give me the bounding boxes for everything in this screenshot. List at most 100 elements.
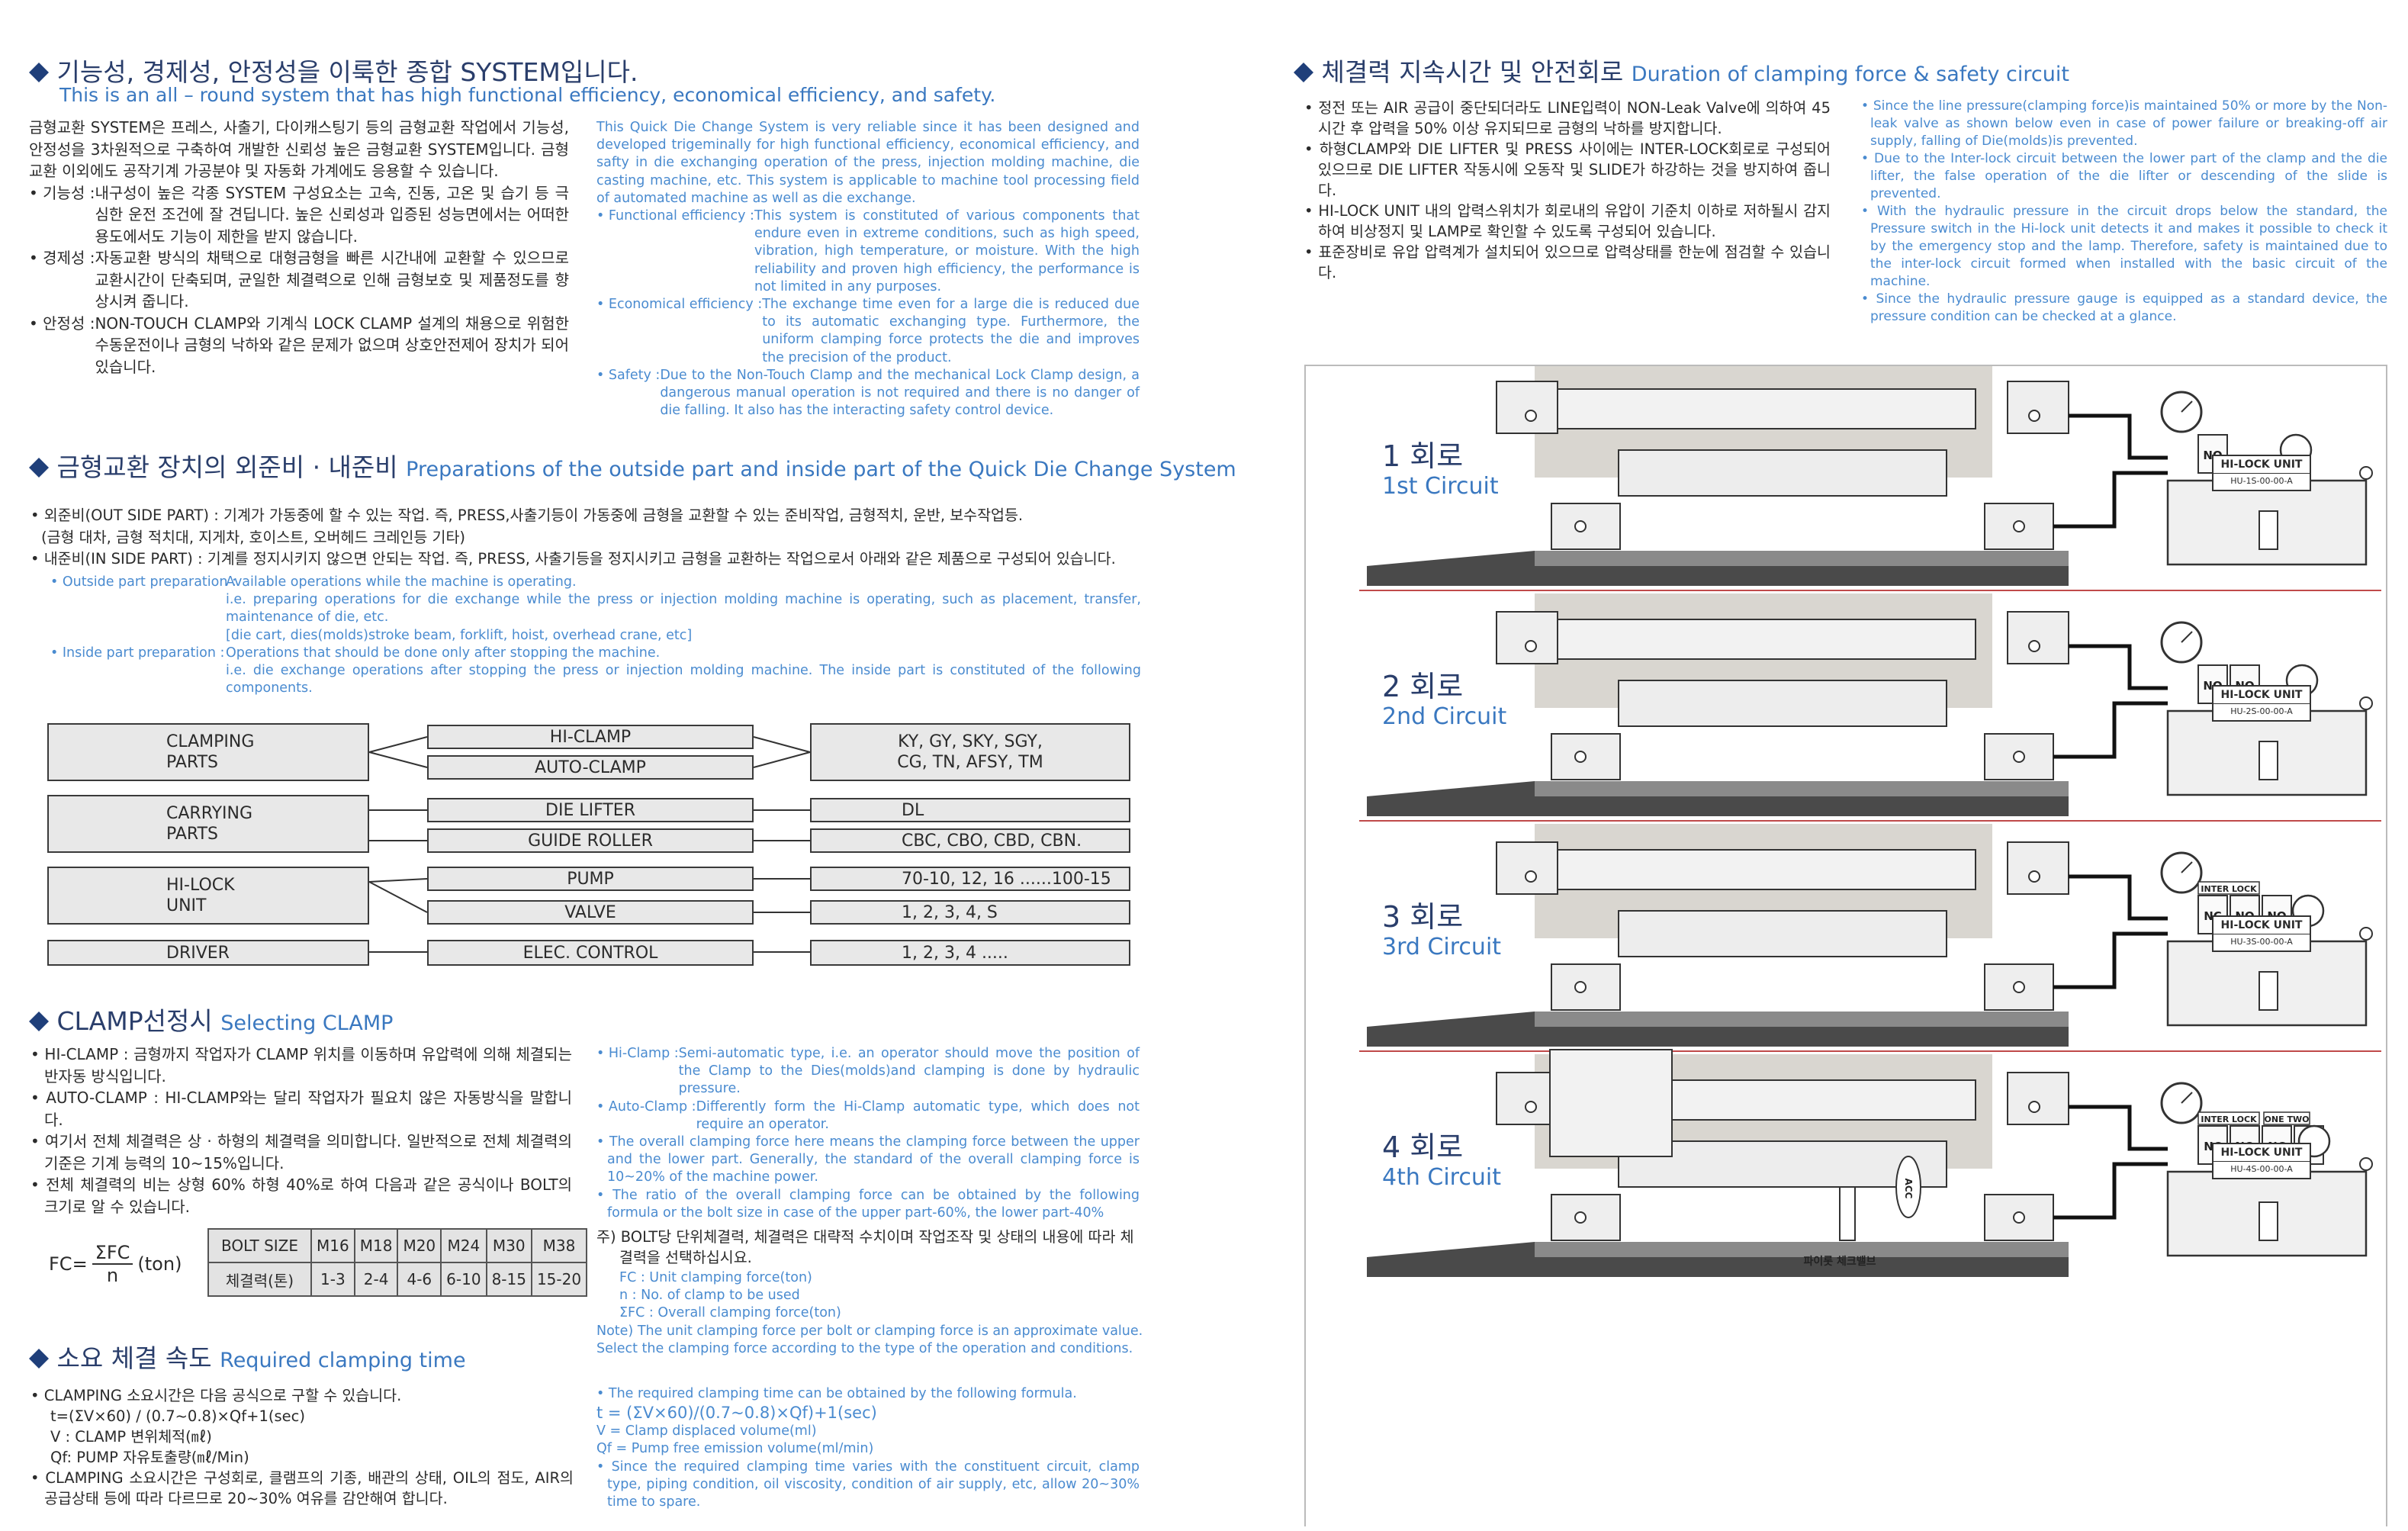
time-en-1: • The required clamping time can be obta… (596, 1386, 1077, 1401)
fitting-icon (2028, 1101, 2040, 1113)
bolt-head-cell: M38 (530, 1228, 588, 1263)
en-bullet-3-label: • Safety : (596, 367, 661, 383)
pilot-line (1839, 1186, 1856, 1241)
time-ko-v: V : CLAMP 변위체적(㎖) (50, 1428, 212, 1446)
inter-lock-text: INTER LOCK (2201, 1114, 2257, 1124)
section5-title: 체결력 지속시간 및 안전회로 Duration of clamping for… (1294, 52, 2069, 88)
lower-die-block (1618, 680, 1947, 727)
note-ko: 주) BOLT당 단위체결력, 체결력은 대략적 수치이며 작업조작 및 상태의… (596, 1228, 1134, 1266)
formula-denominator: n (106, 1265, 119, 1286)
models-die-lifter: DL (810, 798, 1130, 822)
en-bullet-1: • Functional efficiency : This system is… (596, 207, 1140, 296)
section4-en-text: • The required clamping time can be obta… (596, 1385, 1140, 1511)
hydraulic-pipe (2053, 1105, 2168, 1220)
upper-clamp-right (2007, 381, 2069, 434)
circuit-4-ko: 4 회로 (1382, 1131, 1464, 1164)
item-die-lifter: DIE LIFTER (427, 798, 754, 822)
safety-ko-bullet-3: • HI-LOCK UNIT 내의 압력스위치가 회로내의 유압이 기준치 이하… (1304, 202, 1831, 240)
ko-bullet-1-text: 내구성이 높은 각종 SYSTEM 구성요소는 고속, 진동, 고온 및 습기 … (95, 183, 569, 246)
unit-3-name: HI-LOCK UNIT (2220, 919, 2303, 931)
lower-clamp-left (1551, 503, 1621, 550)
section5-title-en: Duration of clamping force & safety circ… (1631, 63, 2069, 86)
bolster-top (1535, 1242, 2069, 1257)
section4-title-en: Required clamping time (220, 1349, 466, 1372)
bolt-row-cell: 8-15 (485, 1262, 532, 1297)
circuit-4-en: 4th Circuit (1382, 1164, 1501, 1191)
outside-line-2: i.e. preparing operations for die exchan… (226, 592, 1141, 626)
fitting-icon (2028, 410, 2040, 422)
section1-ko-intro: 금형교환 SYSTEM은 프레스, 사출기, 다이캐스팅기 등의 금형교환 작업… (29, 118, 569, 180)
section2-ko-text: • 외준비(OUT SIDE PART) : 기계가 가동중에 할 수 있는 작… (31, 505, 1144, 571)
section5-title-ko: 체결력 지속시간 및 안전회로 (1321, 57, 1624, 87)
unit-2-code: HU-2S-00-00-A (2213, 703, 2310, 719)
unit-4-name: HI-LOCK UNIT (2220, 1147, 2303, 1159)
section4-title: 소요 체결 속도 Required clamping time (29, 1338, 466, 1375)
safety-ko-bullet-1: • 정전 또는 AIR 공급이 중단되더라도 LINE입력이 NON-Leak … (1304, 99, 1831, 137)
safety-en-bullet-3: • With the hydraulic pressure in the cir… (1861, 204, 2387, 289)
note-def-fc: FC : Unit clamping force(ton) (619, 1270, 812, 1285)
gauge-needle (2181, 400, 2193, 413)
section1-ko-text: 금형교환 SYSTEM은 프레스, 사출기, 다이캐스팅기 등의 금형교환 작업… (29, 117, 569, 378)
upper-clamp-left (1496, 1072, 1558, 1125)
clamp-cylinder-body (1549, 1049, 1673, 1157)
circuit-1-group: NO (1367, 363, 2373, 586)
hydraulic-pipe (2053, 413, 2168, 529)
models-valve: 1, 2, 3, 4, S (810, 900, 1130, 925)
section2-title: 금형교환 장치의 외준비 · 내준비 Preparations of the o… (29, 447, 1236, 484)
unit-3-code: HU-3S-00-00-A (2213, 934, 2310, 950)
item-pump: PUMP (427, 867, 754, 891)
bolt-row-cell: 1-3 (310, 1262, 355, 1297)
bolster-top (1535, 781, 2069, 796)
inside-line-1: Operations that should be done only afte… (226, 645, 661, 661)
inside-line-2: i.e. die exchange operations after stopp… (226, 663, 1141, 696)
clamp-ko-bullet-3: • 여기서 전체 체결력은 상 · 하형의 체결력을 의미합니다. 일반적으로 … (31, 1132, 572, 1172)
en-bullet-2: • Economical efficiency : The exchange t… (596, 296, 1140, 367)
inter-lock-text: INTER LOCK (2201, 884, 2257, 894)
upper-clamp-right (2007, 611, 2069, 664)
item-valve: VALVE (427, 900, 754, 925)
lower-die-block (1618, 910, 1947, 957)
diamond-bullet-icon (29, 458, 49, 478)
clamping-force-formula: FC= ΣFC n (ton) (49, 1242, 182, 1286)
section3-title: CLAMP선정시 Selecting CLAMP (29, 1001, 393, 1037)
bolt-row-cell: 체결력(톤) (207, 1262, 313, 1297)
section4-ko-text: • CLAMPING 소요시간은 다음 공식으로 구할 수 있습니다. t=(Σ… (31, 1385, 574, 1509)
models-elec-control: 1, 2, 3, 4 ..... (810, 940, 1130, 966)
fitting-icon (1574, 1211, 1587, 1224)
fitting-icon (2013, 1211, 2025, 1224)
inside-label: • Inside part preparation : (50, 645, 225, 661)
outside-part-line: • 외준비(OUT SIDE PART) : 기계가 가동중에 할 수 있는 작… (31, 507, 1024, 524)
upper-die-block (1548, 388, 1976, 429)
clamp-en-bullet-2-text: Differently form the Hi-Clamp automatic … (696, 1098, 1140, 1132)
en-bullet-3-text: Due to the Non-Touch Clamp and the mecha… (660, 367, 1140, 419)
fitting-icon (2028, 870, 2040, 883)
circuit-3-group: NCNONOINTER LOCK (1359, 820, 2381, 1047)
time-en-formula: t = (ΣV×60)/(0.7~0.8)×Qf)+1(sec) (596, 1404, 877, 1423)
diamond-bullet-icon (29, 63, 49, 82)
formula-unit: (ton) (137, 1253, 182, 1275)
formula-lhs: FC= (49, 1253, 88, 1275)
pilot-check-valve-label: 파이롯 체크밸브 (1803, 1255, 1876, 1268)
circuit-2-ko: 2 회로 (1382, 670, 1464, 703)
clamp-en-bullet-3: • The overall clamping force here means … (596, 1134, 1140, 1185)
hydraulic-pipe (2053, 644, 2168, 759)
clamp-en-bullet-1: • Hi-Clamp : Semi-automatic type, i.e. a… (596, 1045, 1140, 1098)
gauge-needle (2181, 1092, 2193, 1104)
fitting-icon (1574, 520, 1587, 532)
outside-part-examples: (금형 대차, 금형 적치대, 지게차, 호이스트, 오버헤드 크레인등 기타) (41, 528, 466, 546)
time-ko-formula: t=(ΣV×60) / (0.7~0.8)×Qf+1(sec) (50, 1407, 305, 1425)
time-ko-1: • CLAMPING 소요시간은 다음 공식으로 구할 수 있습니다. (31, 1387, 402, 1404)
ko-bullet-1: • 기능성 : 내구성이 높은 각종 SYSTEM 구성요소는 고속, 진동, … (29, 182, 569, 248)
oil-level-gauge-icon (2259, 510, 2278, 550)
gauge-needle (2181, 861, 2193, 873)
bolt-head-cell: M30 (485, 1228, 532, 1263)
upper-clamp-left (1496, 381, 1558, 434)
fitting-icon (1525, 410, 1537, 422)
safety-ko-bullet-2: • 하형CLAMP와 DIE LIFTER 및 PRESS 사이에는 INTER… (1304, 140, 1831, 199)
fitting-icon (2013, 751, 2025, 763)
